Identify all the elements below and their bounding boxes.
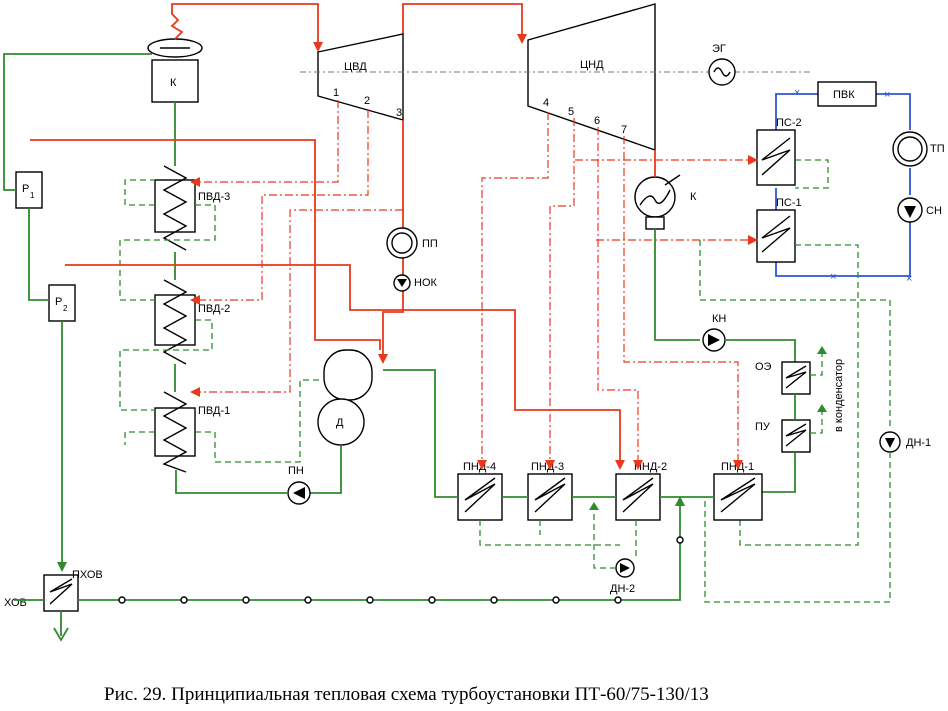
pvd1-label: ПВД-1	[198, 405, 230, 417]
boiler-label: К	[170, 77, 177, 89]
pnd4-label: ПНД-4	[463, 461, 496, 473]
lp-heater-pnd2: ПНД-2	[615, 461, 667, 521]
to-condenser-label: в конденсатор	[833, 359, 845, 432]
turbine-hp: ЦВД 1 2 3	[317, 33, 404, 121]
tp-label: ТП	[930, 143, 945, 155]
svg-text:×: ×	[830, 271, 836, 283]
ext6-label: 6	[594, 115, 600, 127]
kn-label: КН	[712, 313, 726, 325]
ext7-label: 7	[621, 124, 627, 136]
pp-label: ПП	[422, 238, 438, 250]
deaerator-label: Д	[336, 417, 344, 429]
svg-text:×: ×	[794, 87, 800, 99]
regulator-p1: Р 1	[15, 171, 43, 209]
cnd-label: ЦНД	[580, 59, 604, 71]
ext2-label: 2	[364, 95, 370, 107]
ps1-label: ПС-1	[776, 197, 802, 209]
svg-text:×: ×	[906, 273, 912, 285]
dn2-label: ДН-2	[610, 583, 635, 595]
hp-heater-pvd3: ПВД-3	[154, 165, 230, 251]
boiler: К	[147, 38, 203, 103]
dn1-label: ДН-1	[906, 437, 931, 449]
pnd3-label: ПНД-3	[531, 461, 564, 473]
ext4-label: 4	[543, 97, 549, 109]
pvd3-label: ПВД-3	[198, 191, 230, 203]
phov-label: ПХОВ	[72, 569, 103, 581]
regulator-p2: Р 2	[48, 284, 76, 322]
p1-label-sub: 1	[30, 191, 35, 200]
figure-caption: Рис. 29. Принципиальная тепловая схема т…	[104, 684, 709, 705]
generator: ЭГ	[708, 43, 736, 86]
seal-cooler-pu: ПУ	[755, 419, 811, 453]
hp-heater-pvd2: ПВД-2	[154, 279, 230, 365]
network-heater-ps2: ПС-2	[756, 117, 802, 186]
network-heating-loop: ПВК ТП СН × × × ×	[775, 81, 945, 285]
hov-label: ХОВ	[4, 597, 27, 609]
reheat-steam-line	[402, 3, 523, 40]
ejector-cooler-oe: ОЭ	[755, 361, 811, 395]
pn-label: ПН	[288, 465, 304, 477]
pu-label: ПУ	[755, 421, 771, 433]
pvk-box	[817, 81, 877, 107]
p2-label-main: Р	[55, 296, 62, 308]
turbine-lp: ЦНД 4 5 6 7	[527, 3, 656, 151]
lp-heater-pnd3: ПНД-3	[527, 461, 573, 521]
heater-phov: ПХОВ	[43, 569, 103, 612]
main-steam-line	[170, 3, 319, 48]
deaerator: Д	[317, 349, 373, 446]
ps2-label: ПС-2	[776, 117, 802, 129]
hp-heater-pvd1: ПВД-1	[154, 391, 230, 473]
reheater-pp: ПП	[386, 227, 438, 259]
svg-text:×: ×	[884, 89, 890, 101]
cvd-label: ЦВД	[344, 61, 367, 73]
pvd2-label: ПВД-2	[198, 303, 230, 315]
condensate-line	[654, 229, 700, 341]
ext1-label: 1	[333, 87, 339, 99]
lp-heater-pnd1: ПНД-1	[713, 461, 763, 521]
sn-label: СН	[926, 205, 942, 217]
lp-heater-pnd4: ПНД-4	[457, 461, 503, 521]
pvk-label: ПВК	[833, 89, 855, 101]
eg-label: ЭГ	[712, 43, 726, 55]
oe-label: ОЭ	[755, 361, 772, 373]
p1-label-main: Р	[22, 183, 29, 195]
network-heater-ps1: ПС-1	[756, 197, 802, 263]
pump-nok: НОК	[393, 274, 438, 292]
condenser-label: К	[690, 191, 697, 203]
ext3-label: 3	[396, 107, 402, 119]
nok-label: НОК	[414, 277, 438, 289]
condenser: К	[634, 174, 697, 230]
ext5-label: 5	[568, 106, 574, 118]
p2-label-sub: 2	[63, 304, 68, 313]
pnd2-label: ПНД-2	[634, 461, 667, 473]
